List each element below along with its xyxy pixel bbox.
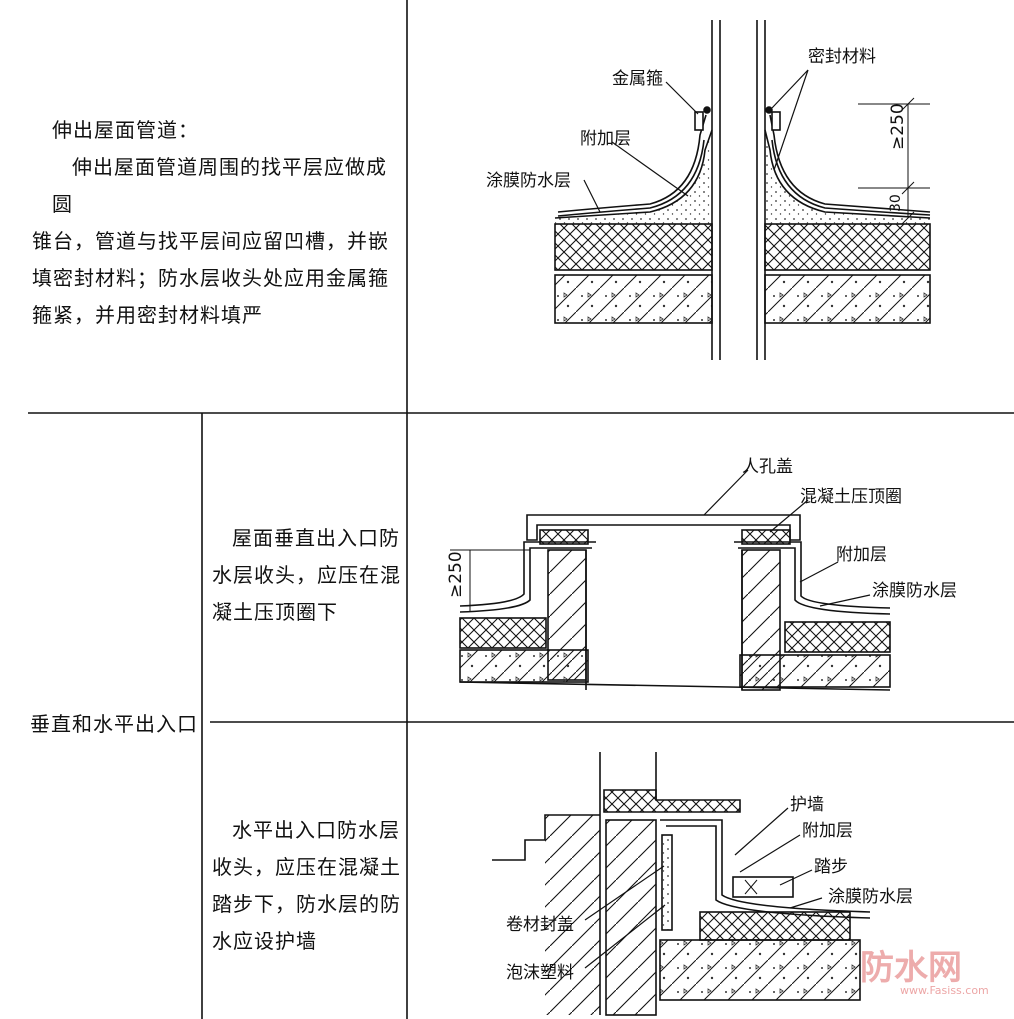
horizontal-text-block: 水平出入口防水层 收头，应压在混凝土 踏步下，防水层的防 水应设护墙: [212, 812, 412, 960]
horizontal-body-line: 踏步下，防水层的防: [212, 892, 401, 916]
label-additional-layer-3: 附加层: [802, 821, 853, 841]
row1-body-line: 填密封材料；防水层收头处应用金属箍: [32, 266, 389, 290]
label-sealant: 密封材料: [808, 47, 876, 67]
vertical-body-line: 水层收头，应压在混: [212, 563, 401, 587]
label-concrete-coping: 混凝土压顶圈: [800, 487, 902, 507]
watermark-url: www.Fasiss.com: [900, 984, 989, 997]
row1-body-line: 箍紧，并用密封材料填严: [32, 303, 263, 327]
row1-body-line: 伸出屋面管道周围的找平层应做成圆: [52, 155, 387, 216]
label-additional-layer-2: 附加层: [836, 545, 887, 565]
group-label: 垂直和水平出入口: [30, 712, 198, 736]
label-coating-membrane: 涂膜防水层: [486, 171, 571, 191]
horizontal-body-line: 收头，应压在混凝土: [212, 855, 401, 879]
label-additional-layer: 附加层: [580, 129, 631, 149]
vertical-text-block: 屋面垂直出入口防 水层收头，应压在混 凝土压顶圈下: [212, 520, 407, 631]
label-step: 踏步: [814, 857, 848, 877]
table-grid: [28, 0, 1014, 1019]
dimension-250-2: ≥250: [446, 551, 466, 598]
vertical-body-line: 凝土压顶圈下: [212, 600, 338, 624]
pipe-detail-drawing: [554, 20, 931, 360]
label-metal-hoop: 金属箍: [612, 69, 663, 89]
label-coating-membrane-3: 涂膜防水层: [828, 887, 913, 907]
row1-body-line: 锥台，管道与找平层间应留凹槽，并嵌: [32, 229, 389, 253]
label-foam-plastic: 泡沫塑料: [506, 963, 574, 983]
label-membrane-cover: 卷材封盖: [506, 915, 574, 935]
dimension-30: 30: [888, 194, 904, 212]
vertical-body-line: 屋面垂直出入口防: [232, 526, 400, 550]
vertical-entrance-drawing: [450, 469, 891, 691]
row1-heading: 伸出屋面管道：: [52, 118, 199, 142]
dimension-250: ≥250: [888, 103, 908, 150]
label-guard-wall: 护墙: [790, 795, 824, 815]
watermark-logo: 防水网: [860, 948, 962, 988]
row1-text-block: 伸出屋面管道： 伸出屋面管道周围的找平层应做成圆 锥台，管道与找平层间应留凹槽，…: [32, 112, 402, 334]
horizontal-body-line: 水应设护墙: [212, 929, 317, 953]
label-coating-membrane-2: 涂膜防水层: [872, 581, 957, 601]
horizontal-entrance-drawing: [492, 752, 871, 1016]
horizontal-body-line: 水平出入口防水层: [232, 818, 400, 842]
label-manhole-cover: 人孔盖: [742, 457, 793, 477]
